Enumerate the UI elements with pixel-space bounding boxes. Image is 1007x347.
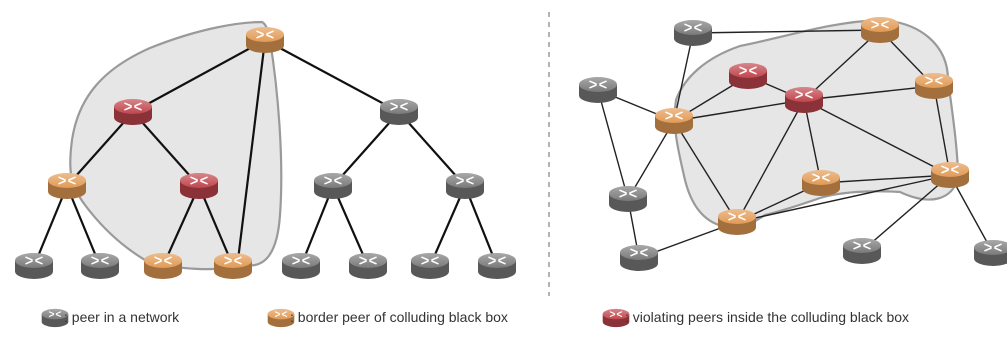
peer-node-router-icon xyxy=(478,253,516,279)
peer-node-router-icon xyxy=(314,173,352,200)
peer-node-router-icon xyxy=(411,253,449,279)
peer-node-router-icon xyxy=(974,240,1007,266)
peer-node-router-icon xyxy=(282,253,320,279)
legend-peer-router-icon xyxy=(41,308,69,328)
border-peer-node-router-icon xyxy=(915,73,953,100)
legend-peer-label: : peer in a network xyxy=(64,309,180,325)
legend-violating-peer-router-icon xyxy=(602,308,630,328)
legend-border-label: : border peer of colluding black box xyxy=(290,309,508,325)
legend: : peer in a network : border peer of col… xyxy=(41,308,909,328)
peer-node-router-icon xyxy=(446,173,484,200)
violating-peer-node-router-icon xyxy=(114,99,152,126)
violating-peer-node-router-icon xyxy=(785,87,823,114)
border-peer-node-router-icon xyxy=(931,162,969,188)
border-peer-node-router-icon xyxy=(861,17,899,43)
peer-node-router-icon xyxy=(15,253,53,279)
peer-node-router-icon xyxy=(380,99,418,126)
peer-node-router-icon xyxy=(349,253,387,279)
border-peer-node-router-icon xyxy=(655,108,694,134)
peer-node-router-icon xyxy=(620,245,658,271)
violating-peer-node-router-icon xyxy=(180,173,218,200)
border-peer-node-router-icon xyxy=(48,173,86,200)
nodes-layer xyxy=(15,17,1007,279)
border-peer-node-router-icon xyxy=(718,209,756,235)
legend-border-peer-router-icon xyxy=(267,308,295,328)
border-peer-node-router-icon xyxy=(802,170,840,197)
left-edges xyxy=(32,38,499,270)
peer-node-router-icon xyxy=(81,253,119,279)
peer-node-router-icon xyxy=(674,20,712,47)
peer-node-router-icon xyxy=(609,186,647,213)
border-peer-node-router-icon xyxy=(246,27,284,54)
border-peer-node-router-icon xyxy=(214,253,252,279)
border-peer-node-router-icon xyxy=(144,253,182,279)
peer-node-router-icon xyxy=(843,238,881,264)
legend-violating-label: : violating peers inside the colluding b… xyxy=(625,309,909,325)
violating-peer-node-router-icon xyxy=(729,63,767,89)
right-colluding-region xyxy=(673,18,960,230)
peer-node-router-icon xyxy=(579,77,617,103)
